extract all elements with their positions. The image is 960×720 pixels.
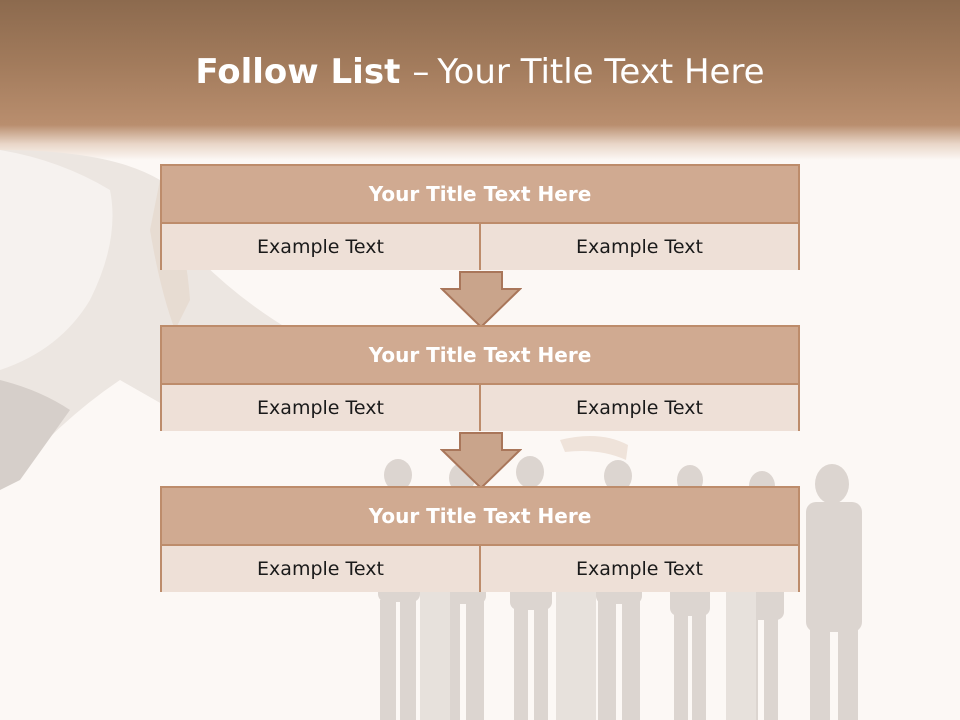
title-banner bbox=[0, 0, 960, 160]
block-cell-left: Example Text bbox=[162, 224, 479, 270]
block-cell-left: Example Text bbox=[162, 546, 479, 592]
down-arrow-icon bbox=[440, 432, 522, 490]
block-cell-right: Example Text bbox=[479, 546, 798, 592]
list-block-3: Your Title Text Here Example Text Exampl… bbox=[160, 486, 800, 592]
block-row: Example Text Example Text bbox=[162, 546, 798, 592]
block-title: Your Title Text Here bbox=[162, 488, 798, 546]
down-arrow-icon bbox=[440, 271, 522, 329]
block-cell-right: Example Text bbox=[479, 385, 798, 431]
title-dash: – bbox=[412, 52, 430, 92]
block-cell-right: Example Text bbox=[479, 224, 798, 270]
block-cell-left: Example Text bbox=[162, 385, 479, 431]
slide-title: Follow List–Your Title Text Here bbox=[0, 52, 960, 92]
list-block-1: Your Title Text Here Example Text Exampl… bbox=[160, 164, 800, 270]
block-row: Example Text Example Text bbox=[162, 224, 798, 270]
block-title: Your Title Text Here bbox=[162, 327, 798, 385]
title-bold: Follow List bbox=[195, 52, 401, 92]
title-rest: Your Title Text Here bbox=[437, 52, 765, 92]
list-block-2: Your Title Text Here Example Text Exampl… bbox=[160, 325, 800, 431]
block-title: Your Title Text Here bbox=[162, 166, 798, 224]
block-row: Example Text Example Text bbox=[162, 385, 798, 431]
